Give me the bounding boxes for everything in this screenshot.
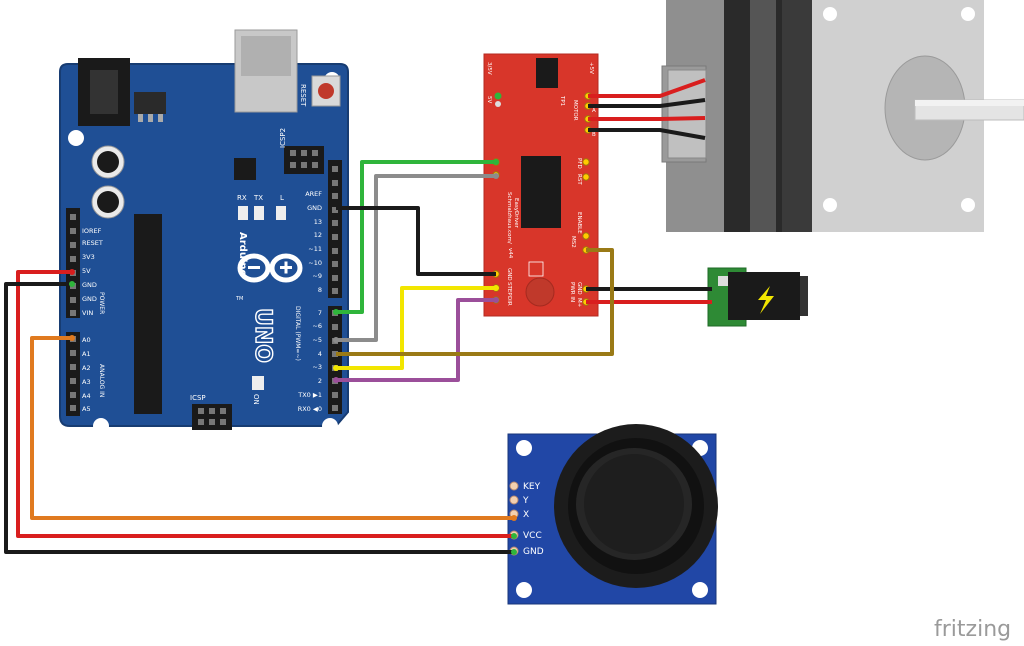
driver-top-label: 3/5V [486, 62, 492, 75]
driver-pwr-in: PWR IN [569, 282, 575, 302]
rx0-label: RX0 ◀0 [298, 405, 322, 413]
driver-version: v44 [507, 248, 513, 259]
wire-gnd-black [336, 206, 496, 276]
reset-label: RESET [299, 84, 307, 107]
driver-tp1: TP1 [559, 95, 565, 106]
digital-pin-label: 2 [318, 377, 322, 385]
on-label: ON [252, 394, 260, 405]
joystick-pin-label: GND [523, 547, 544, 557]
wire-purple [336, 298, 496, 382]
digital-pin-label: ~10 [308, 259, 322, 267]
driver-pin-label: STEP [506, 282, 512, 296]
wire-green [336, 160, 496, 314]
wires [4, 78, 712, 554]
driver-name-1: Schmalzhaus.com/ [506, 192, 512, 244]
driver-pin-label: GND [576, 282, 582, 295]
driver-top-label: +5V [588, 62, 594, 74]
digital-pin-label: 8 [318, 286, 322, 294]
power-pin-label: 3V3 [82, 253, 95, 261]
joystick-pin-label: X [523, 510, 529, 520]
power-pin-label: VIN [82, 309, 93, 317]
tx-led-label: TX [253, 194, 263, 202]
digital-pin-label: AREF [305, 190, 322, 198]
analog-pin-label: A3 [82, 378, 91, 386]
driver-pin-label: ENABLE [576, 212, 582, 234]
power-pin-label: 5V [82, 267, 91, 275]
driver-pin-label: PFD [576, 158, 582, 169]
wire-endpoints [69, 159, 517, 555]
driver-a-label: A [592, 108, 596, 114]
wire-red-5v [16, 270, 514, 538]
driver-name-2: EasyDriver [513, 198, 519, 229]
wire-motor-red-2 [588, 116, 706, 121]
wire-yellow [336, 286, 496, 370]
analog-pin-label: A2 [82, 364, 91, 372]
driver-pin-label: RST [576, 174, 582, 185]
wire-black-gnd [4, 282, 514, 554]
joystick-pin-label: KEY [523, 482, 541, 492]
fritzing-watermark: fritzing [934, 617, 1011, 642]
driver-motor-label: MOTOR [572, 100, 578, 121]
arduino-uno-board: RESET ICSP2 TX RX L Arduino UNO TM ON IC… [59, 29, 349, 434]
easydriver-board: Schmalzhaus.com/ EasyDriver v44 TP1 MOTO… [483, 53, 599, 317]
analog-pin-label: A0 [82, 336, 91, 344]
power-pin-label: GND [82, 281, 97, 289]
driver-pin-label: GND [506, 268, 512, 281]
digital-pin-label: 4 [318, 350, 322, 358]
digital-pin-label: ~6 [312, 322, 322, 330]
wire-motor-black-2 [588, 128, 706, 140]
wire-orange [30, 336, 514, 520]
power-section-label: POWER [98, 292, 105, 314]
wire-motor-black-1 [588, 98, 706, 108]
model-label: UNO [250, 308, 275, 363]
icsp2-label: ICSP2 [279, 128, 287, 148]
wire-brown [336, 248, 614, 356]
digital-pin-label: 7 [318, 309, 322, 317]
driver-top-label: 5V [486, 96, 492, 103]
power-pin-label: GND [82, 295, 97, 303]
digital-pin-label: GND [307, 204, 322, 212]
digital-pin-label: ~3 [312, 363, 322, 371]
tm-label: TM [235, 296, 243, 302]
lightning-icon [758, 286, 774, 314]
wire-motor-red-1 [588, 78, 706, 98]
stepper-motor [661, 0, 1024, 232]
digital-header-bottom [328, 306, 342, 414]
digital-header-top [328, 160, 342, 298]
power-pin-label: RESET [82, 239, 103, 247]
joystick-module: KEY Y X VCC GND [507, 424, 718, 605]
power-pin-label: IOREF [82, 227, 102, 235]
analog-pin-label: A1 [82, 350, 91, 358]
driver-b-label: B [592, 132, 596, 138]
analog-pin-label: A4 [82, 392, 91, 400]
dc-power-jack [707, 267, 808, 327]
digital-pin-label: ~5 [312, 336, 322, 344]
analog-section-label: ANALOG IN [98, 364, 105, 397]
digital-pin-label: 13 [314, 218, 322, 226]
driver-pin-label: MS2 [570, 236, 576, 248]
power-header [66, 208, 80, 318]
tx0-label: TX0 ▶1 [297, 391, 322, 399]
digital-pin-label: 12 [314, 231, 322, 239]
joystick-pin-label: Y [522, 496, 529, 506]
driver-pin-label: M+ [576, 298, 582, 308]
analog-header [66, 332, 80, 416]
digital-section-label: DIGITAL (PWM=~) [294, 306, 301, 361]
digital-pin-label: ~11 [308, 245, 322, 253]
analog-pin-label: A5 [82, 405, 91, 413]
driver-pin-label: DIR [506, 296, 512, 306]
digital-pin-label: ~9 [312, 272, 322, 280]
icsp-label: ICSP [190, 394, 206, 402]
joystick-pin-label: VCC [523, 531, 542, 541]
wire-gray [336, 174, 496, 342]
l-led-label: L [280, 194, 284, 202]
brand-label: Arduino [237, 232, 248, 276]
rx-led-label: RX [237, 194, 247, 202]
